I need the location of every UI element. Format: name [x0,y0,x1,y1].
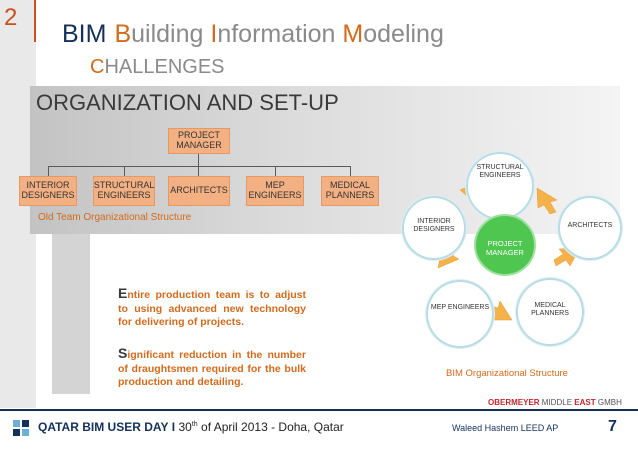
section-title: ORGANIZATION AND SET-UP [36,90,339,115]
footer-event: QATAR BIM USER DAY I 30th of April 2013 … [38,420,344,434]
event-logo-icon [13,420,29,436]
org-box-medical-planners: MEDICAL PLANNERS [321,176,379,206]
subtitle: CHALLENGES [90,56,225,79]
subtitle-rest: HALLENGES [104,56,225,78]
org-connector [48,166,49,176]
company-name: OBERMEYER MIDDLE EAST GMBH [488,398,622,407]
org-connector [350,166,351,176]
bim-node-structural-engineers: STRUCTURAL ENGINEERS [466,152,534,220]
bullet-initial: E [118,285,128,301]
bim-center-project-manager: PROJECT MANAGER [474,214,536,276]
company-part-3: EAST [574,398,596,407]
org-box-project-manager: PROJECT MANAGER [168,128,230,154]
old-structure-caption: Old Team Organizational Structure [38,212,192,223]
org-connector [198,154,199,166]
bim-structure-caption: BIM Organizational Structure [446,368,568,379]
title-word-building: uilding [131,20,204,48]
page-number: 7 [608,418,617,435]
event-day-suffix: th [191,421,198,428]
bullet-draughtsmen: Significant reduction in the number of d… [118,344,306,390]
subtitle-cap: C [90,56,105,78]
org-box-interior-designers: INTERIOR DESIGNERS [19,176,77,206]
slide-number: 2 [4,4,18,31]
bim-node-medical-planners: MEDICAL PLANNERS [516,278,584,346]
company-part-1: OBERMEYER [488,398,540,407]
title-cap-m: M [342,20,364,48]
org-box-architects: ARCHITECTS [168,176,230,206]
bim-node-mep-engineers: MEP ENGINEERS [426,280,494,348]
bim-node-interior-designers: INTERIOR DESIGNERS [402,196,466,260]
title-word-modeling: odeling [363,20,444,48]
org-connector [198,166,199,176]
event-name: QATAR BIM USER DAY [38,420,169,434]
org-box-mep-engineers: MEP ENGINEERS [246,176,304,206]
slide-number-divider [34,0,36,42]
org-connector [275,166,276,176]
bim-node-architects: ARCHITECTS [558,196,622,260]
bullet-production-team: Entire production team is to adjust to u… [118,284,306,330]
event-separator: I [171,420,176,434]
title-word-information: nformation [217,20,336,48]
event-day: 30 [178,420,192,434]
footer-divider [0,409,638,411]
event-date: of April 2013 - Doha, Qatar [201,420,344,434]
org-connector [124,166,125,176]
company-part-4: GMBH [597,398,622,407]
title-cap-b: B [114,20,132,48]
content-strip [52,234,90,394]
bullet-text: ignificant reduction in the number of dr… [118,349,306,389]
org-connector [48,166,350,167]
title-acronym: BIM [62,20,107,48]
company-part-2: MIDDLE [541,398,573,407]
author-name: Waleed Hashem LEED AP [452,423,559,433]
cycle-arrow [536,187,558,215]
bullet-text: ntire production team is to adjust to us… [118,289,306,329]
org-box-structural-engineers: STRUCTURAL ENGINEERS [93,176,155,206]
title-cap-i: I [210,20,218,48]
bullet-initial: S [118,345,128,361]
